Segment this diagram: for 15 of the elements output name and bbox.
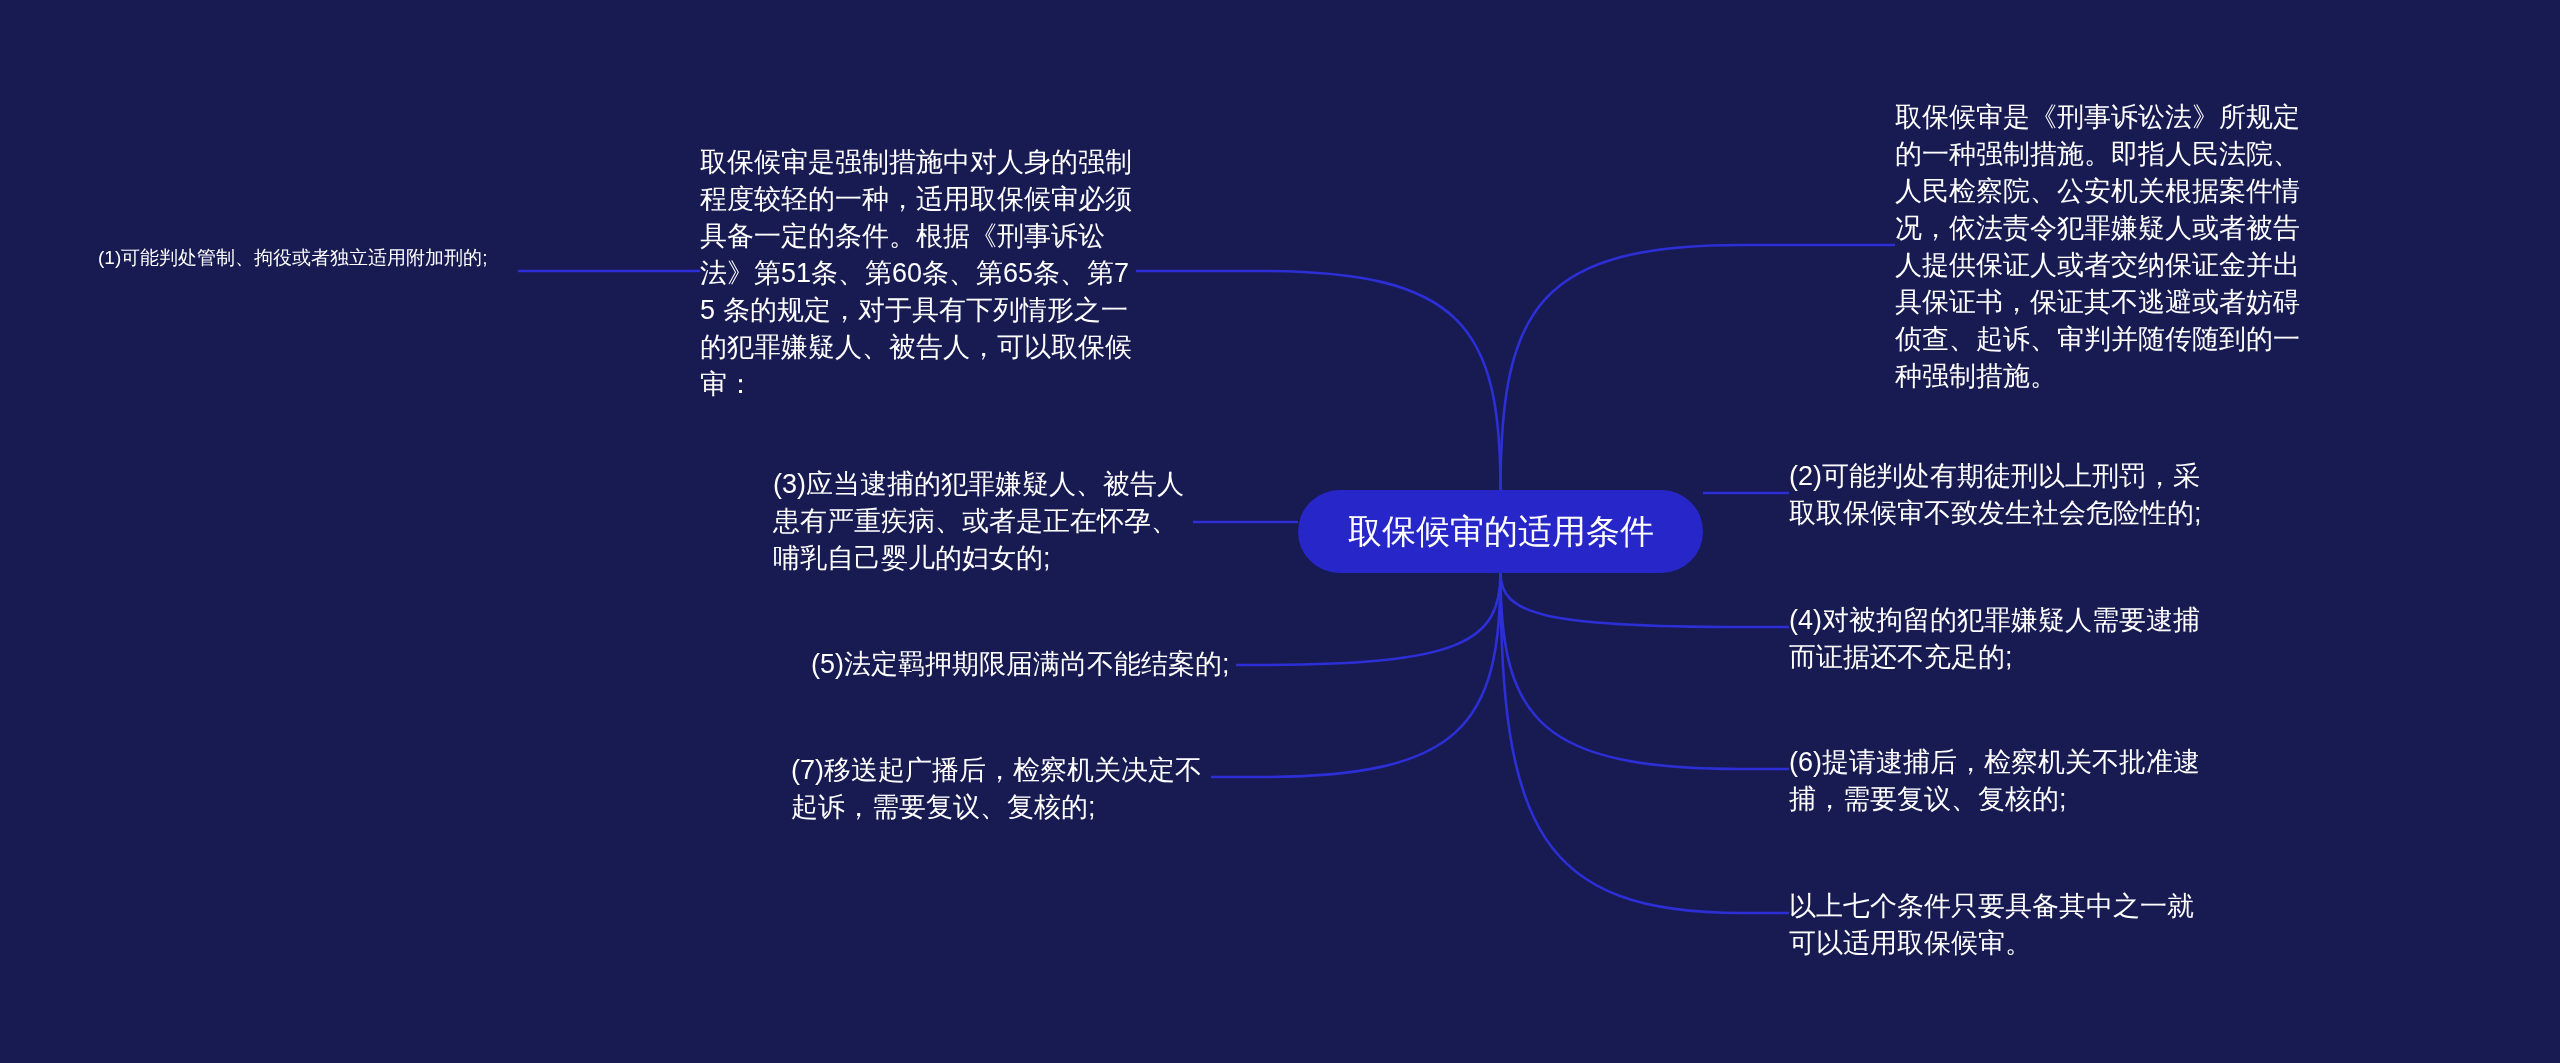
branch-text: (1)可能判处管制、拘役或者独立适用附加刑的; — [98, 244, 518, 302]
branch-text: (2)可能判处有期徒刑以上刑罚，采取取保候审不致发生社会危险性的; — [1789, 458, 2209, 534]
branch-text: 取保候审是《刑事诉讼法》所规定的一种强制措施。即指人民法院、人民检察院、公安机关根据案件情况，依法责令犯罪嫌疑人或者被告人提供保证人或者交纳保证金并出具保证书，保证其不逃避或者妨碍侦查、起诉、审判并随传随到的一种强制措施。 — [1895, 99, 2315, 392]
connector-line — [1193, 520, 1298, 524]
branch-text: (7)移送起广播后，检察机关决定不起诉，需要复议、复核的; — [791, 752, 1211, 828]
branch-text: (5)法定羁押期限届满尚不能结案的; — [811, 646, 1236, 684]
branch-text: 取保候审是强制措施中对人身的强制程度较轻的一种，适用取保候审必须具备一定的条件。根据《刑事诉讼法》第51条、第60条、第65条、第75 条的规定，对于具有下列情形之一的犯罪嫌疑人、被告人，可以取保候审： — [700, 144, 1136, 400]
branch-text: (3)应当逮捕的犯罪嫌疑人、被告人患有严重疾病、或者是正在怀孕、哺乳自己婴儿的妇女的; — [773, 466, 1193, 576]
branch-text: (4)对被拘留的犯罪嫌疑人需要逮捕而证据还不充足的; — [1789, 602, 2209, 678]
connector-line — [1703, 491, 1789, 495]
branch-text: (6)提请逮捕后，检察机关不批准逮捕，需要复议、复核的; — [1789, 744, 2209, 820]
branch-text: 以上七个条件只要具备其中之一就可以适用取保候审。 — [1789, 888, 2209, 964]
connector-line — [1499, 243, 1895, 491]
connector-line — [518, 269, 700, 273]
central-topic: 取保候审的适用条件 — [1298, 490, 1703, 573]
